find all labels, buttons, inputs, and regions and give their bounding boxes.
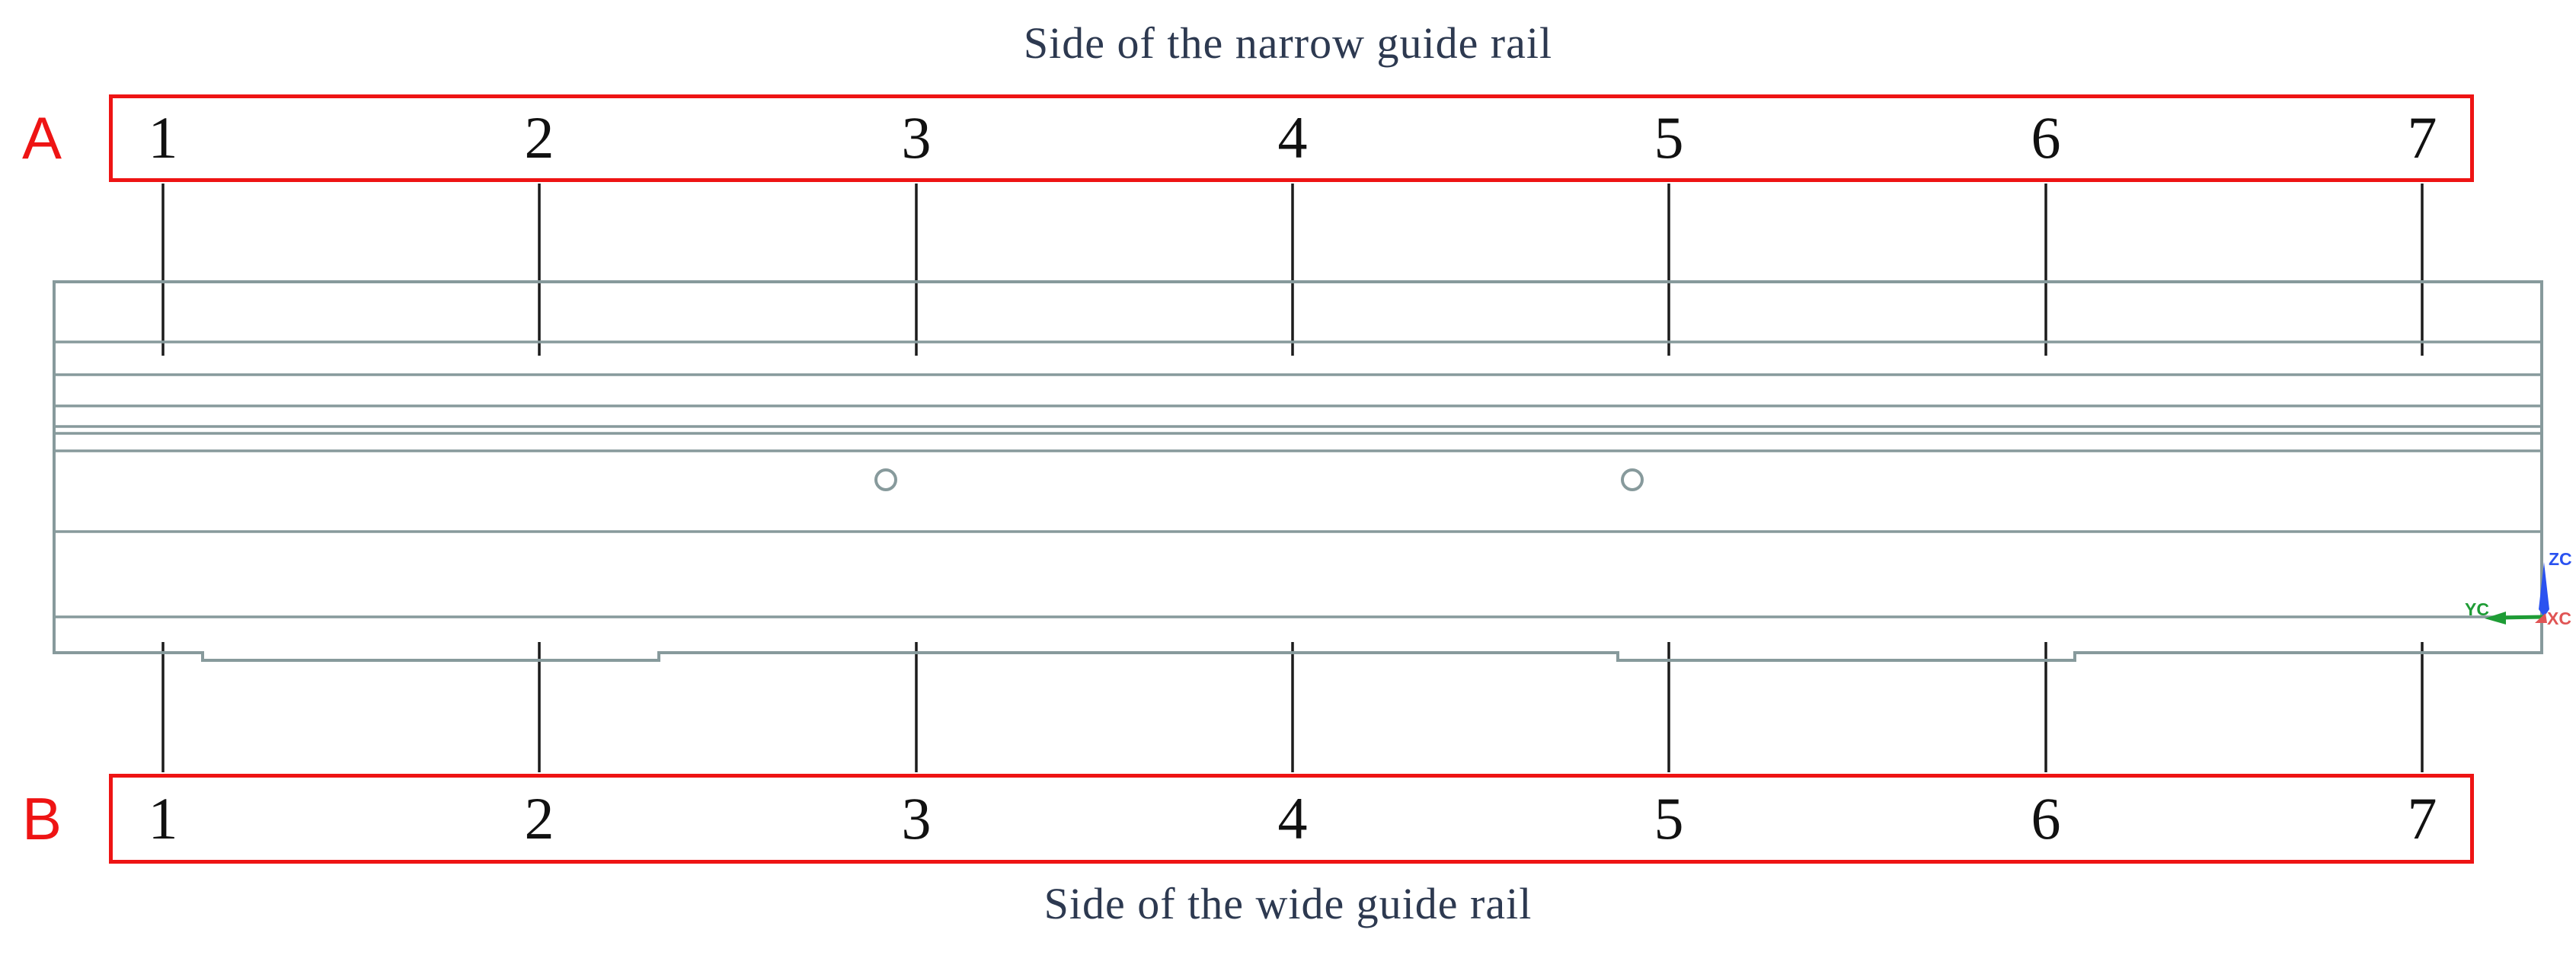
coordinate-triad: ZC YC XC [2465,549,2572,628]
row-a-marker-box [109,94,2474,182]
mounting-hole-left [874,468,897,491]
rail-outline [53,280,2543,662]
x-axis-label: XC [2547,609,2571,628]
mounting-hole-right [1621,468,1644,491]
marker-a-1: 1 [148,104,178,171]
marker-a-4: 4 [1277,104,1308,171]
z-axis-label: ZC [2549,549,2572,569]
rail-profile-lines [54,340,2542,618]
marker-a-7: 7 [2407,104,2437,171]
row-b-tick-lines [161,642,2424,772]
marker-b-5: 5 [1654,785,1684,851]
row-b-label: B [21,785,62,852]
marker-a-5: 5 [1654,104,1684,171]
y-axis-label: YC [2465,599,2489,619]
marker-b-2: 2 [524,785,555,851]
x-axis-arrow-icon [2535,613,2547,623]
y-axis-arrow-icon [2485,612,2506,625]
marker-b-1: 1 [148,785,178,851]
narrow-rail-title: Side of the narrow guide rail [1023,18,1553,68]
row-a-label: A [21,104,62,171]
marker-b-6: 6 [2031,785,2061,851]
marker-a-2: 2 [524,104,555,171]
marker-b-3: 3 [901,785,932,851]
marker-a-6: 6 [2031,104,2061,171]
row-a-tick-lines [161,184,2424,356]
row-b-marker-box [109,774,2474,864]
y-axis-line [2501,615,2545,620]
wide-rail-title: Side of the wide guide rail [1044,879,1532,928]
marker-b-7: 7 [2407,785,2437,851]
z-axis-arrow-icon [2539,562,2549,617]
marker-a-3: 3 [901,104,932,171]
marker-b-4: 4 [1277,785,1308,851]
